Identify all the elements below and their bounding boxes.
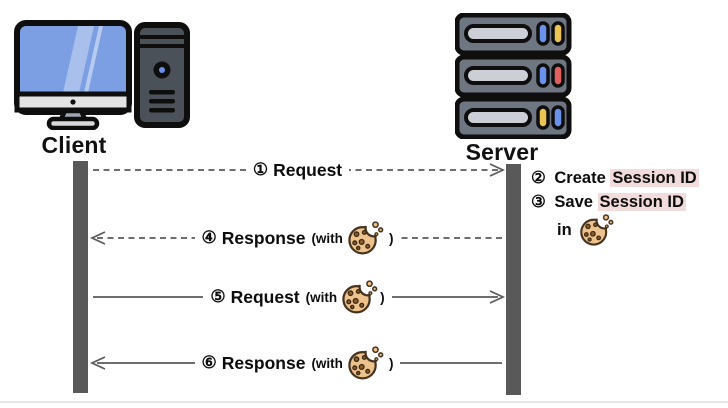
- message-title: Response: [221, 227, 306, 248]
- message-response-4: ④ Response (with ): [88, 216, 507, 260]
- message-paren-close: ): [388, 230, 394, 246]
- session-id-highlight: Session ID: [597, 193, 686, 211]
- cookie-icon: [341, 280, 379, 315]
- server-lifeline: [506, 164, 521, 395]
- note-number: ②: [531, 169, 546, 187]
- cookie-icon: [579, 214, 615, 247]
- server-label: Server: [465, 139, 539, 165]
- message-number: ①: [252, 160, 269, 179]
- bottom-divider: [0, 401, 728, 403]
- cookie-icon: [347, 346, 385, 381]
- message-request-5: ⑤ Request (with ): [88, 275, 507, 319]
- note-in-cookie: in: [531, 214, 728, 247]
- client-label: Client: [41, 132, 107, 158]
- note-create-session-id: ② Create Session ID: [531, 166, 728, 190]
- note-text: Create: [554, 169, 606, 187]
- note-save-session-id: ③ Save Session ID: [531, 190, 728, 214]
- message-paren-open: (with: [311, 355, 343, 371]
- message-title: Request: [273, 159, 343, 180]
- client-computer-monitor-icon: [14, 20, 132, 130]
- message-number: ⑥: [201, 353, 217, 372]
- message-paren-close: ): [380, 289, 385, 305]
- client-lifeline: [73, 161, 88, 393]
- note-text: in: [557, 221, 572, 239]
- session-id-highlight: Session ID: [610, 169, 699, 187]
- message-paren-open: (with: [305, 289, 338, 305]
- message-paren-close: ): [388, 355, 394, 371]
- cookie-icon: [347, 221, 385, 256]
- note-number: ③: [531, 193, 546, 211]
- note-text: Save: [554, 193, 593, 211]
- message-response-6: ⑥ Response (with ): [88, 341, 507, 385]
- server-rack-icon: [455, 13, 572, 139]
- message-title: Request: [230, 286, 300, 307]
- message-number: ⑤: [210, 287, 226, 306]
- message-title: Response: [221, 352, 306, 373]
- message-paren-open: (with: [311, 230, 343, 246]
- client-computer-tower-icon: [134, 22, 190, 128]
- message-request-1: ① Request: [88, 148, 507, 192]
- server-notes: ② Create Session ID ③ Save Session ID in: [531, 166, 728, 247]
- message-number: ④: [201, 228, 217, 247]
